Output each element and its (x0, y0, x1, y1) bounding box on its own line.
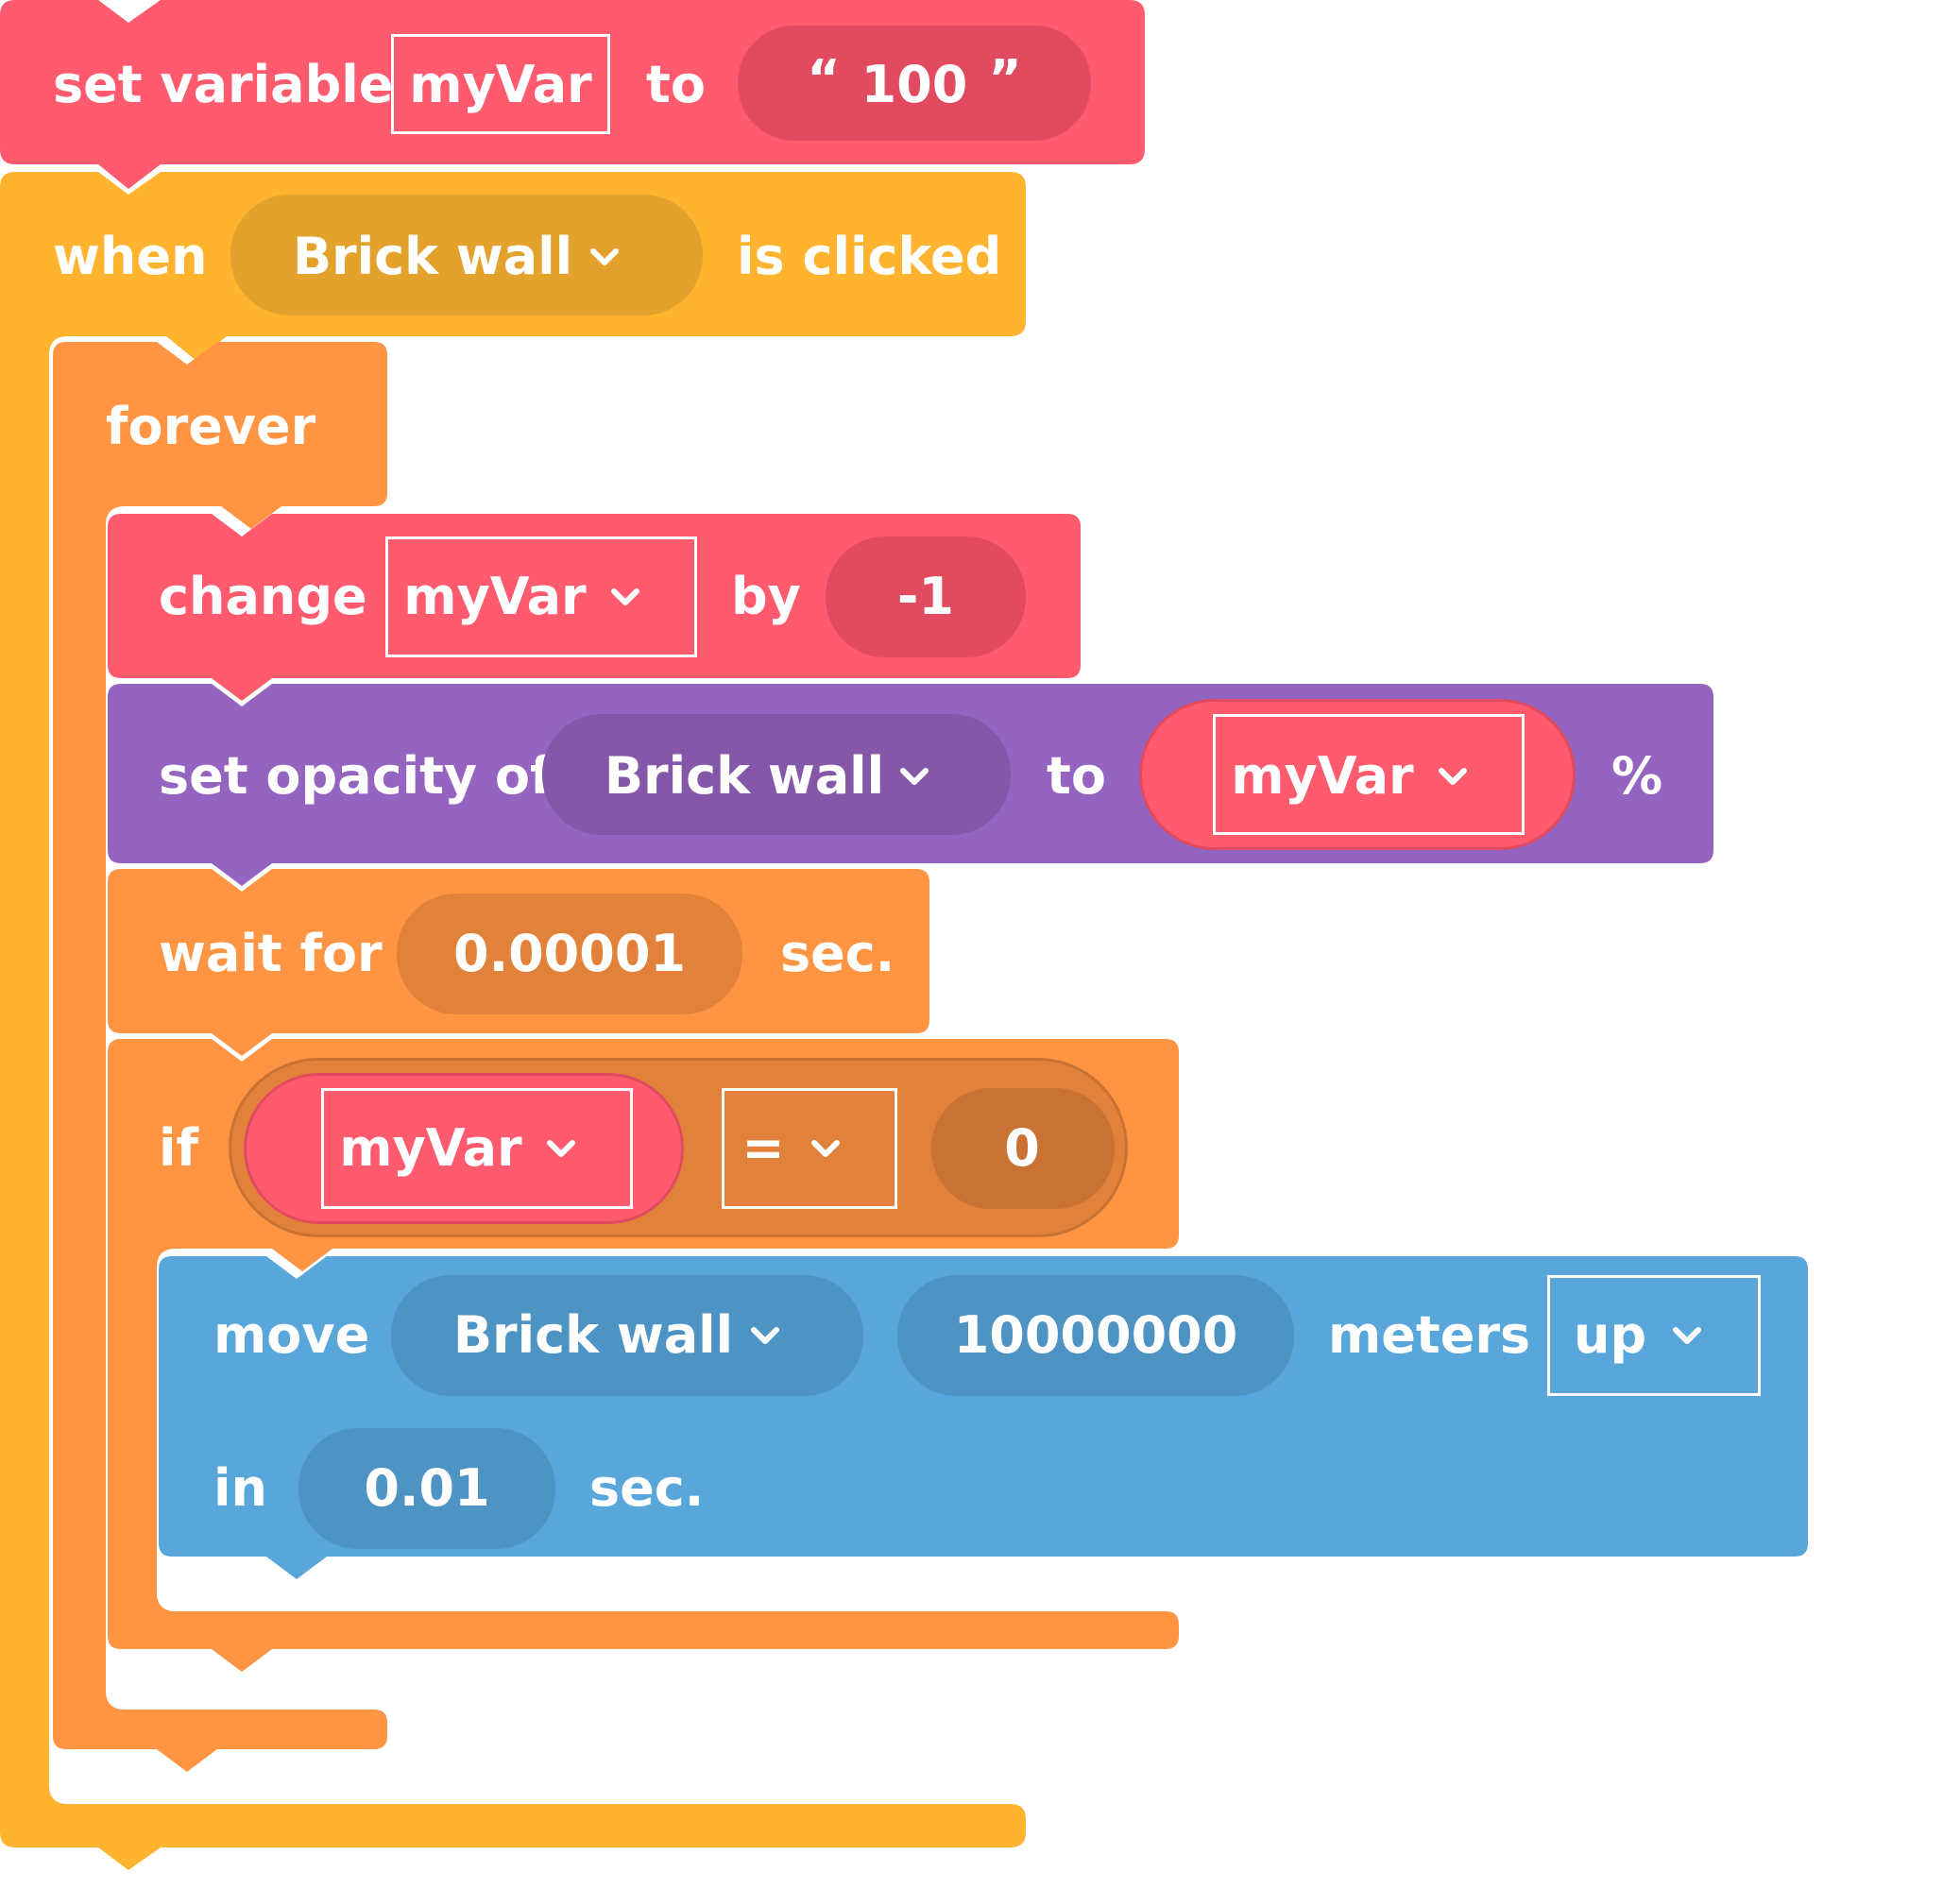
set-variable-to-label: to (646, 55, 706, 114)
change-amount-input[interactable] (826, 536, 1026, 657)
chevron-down-icon (588, 246, 622, 268)
chevron-down-icon (1670, 1324, 1704, 1347)
when-target-text: Brick wall (292, 227, 573, 286)
if-label: if (159, 1118, 199, 1178)
if-value-input[interactable] (931, 1088, 1115, 1209)
chevron-down-icon (544, 1137, 578, 1160)
in-label: in (213, 1458, 267, 1518)
opacity-variable-reporter[interactable] (1139, 699, 1576, 850)
opacity-target-dropdown[interactable] (542, 714, 1011, 835)
open-quote: “ (807, 49, 841, 109)
change-variable-text: myVar (403, 567, 587, 626)
opacity-target-text: Brick wall (604, 746, 885, 806)
if-operator-dropdown[interactable] (722, 1088, 897, 1209)
when-target-dropdown[interactable] (230, 195, 703, 315)
opacity-variable-text: myVar (1231, 746, 1414, 806)
by-label: by (731, 567, 801, 626)
change-variable-dropdown[interactable] (385, 536, 697, 657)
when-label: when (53, 227, 208, 286)
forever-block[interactable] (53, 342, 387, 1772)
close-quote: ” (988, 49, 1022, 109)
wait-label: wait for (159, 924, 383, 983)
move-direction-dropdown[interactable] (1547, 1275, 1761, 1396)
move-target-text: Brick wall (452, 1305, 734, 1365)
wait-unit-label: sec. (780, 924, 895, 983)
change-label: change (159, 567, 367, 626)
opacity-to-label: to (1047, 746, 1106, 806)
chevron-down-icon (748, 1324, 782, 1347)
if-variable-reporter[interactable] (244, 1073, 684, 1224)
if-variable-dropdown[interactable] (321, 1088, 633, 1209)
is-clicked-label: is clicked (737, 227, 1002, 286)
move-distance-text: 10000000 (953, 1305, 1238, 1365)
set-opacity-label: set opacity of (159, 746, 553, 806)
set-variable-value-input[interactable] (735, 23, 1094, 144)
if-operator-text: = (741, 1118, 785, 1178)
if-variable-text: myVar (339, 1118, 522, 1178)
wait-seconds-input[interactable] (397, 893, 742, 1014)
percent-label: % (1611, 746, 1663, 806)
chevron-down-icon (897, 765, 931, 788)
chevron-down-icon (1436, 765, 1470, 788)
move-target-dropdown[interactable] (391, 1275, 863, 1396)
move-distance-input[interactable] (897, 1275, 1294, 1396)
chevron-down-icon (809, 1137, 843, 1160)
move-duration-text: 0.01 (364, 1458, 490, 1518)
set-variable-value-text: 100 (861, 55, 968, 114)
set-variable-label: set variable (53, 55, 394, 114)
move-duration-input[interactable] (298, 1428, 555, 1549)
move-label: move (213, 1305, 370, 1365)
meters-label: meters (1328, 1305, 1531, 1365)
forever-label: forever (106, 397, 316, 456)
set-variable-name-field[interactable] (391, 34, 610, 134)
set-variable-name-text: myVar (409, 55, 592, 114)
opacity-variable-dropdown[interactable] (1213, 714, 1525, 835)
move-direction-text: up (1574, 1305, 1647, 1365)
wait-seconds-text: 0.00001 (453, 924, 686, 983)
change-amount-text: -1 (897, 567, 954, 626)
chevron-down-icon (608, 586, 642, 608)
if-value-text: 0 (1004, 1118, 1040, 1178)
move-duration-unit: sec. (589, 1458, 705, 1518)
